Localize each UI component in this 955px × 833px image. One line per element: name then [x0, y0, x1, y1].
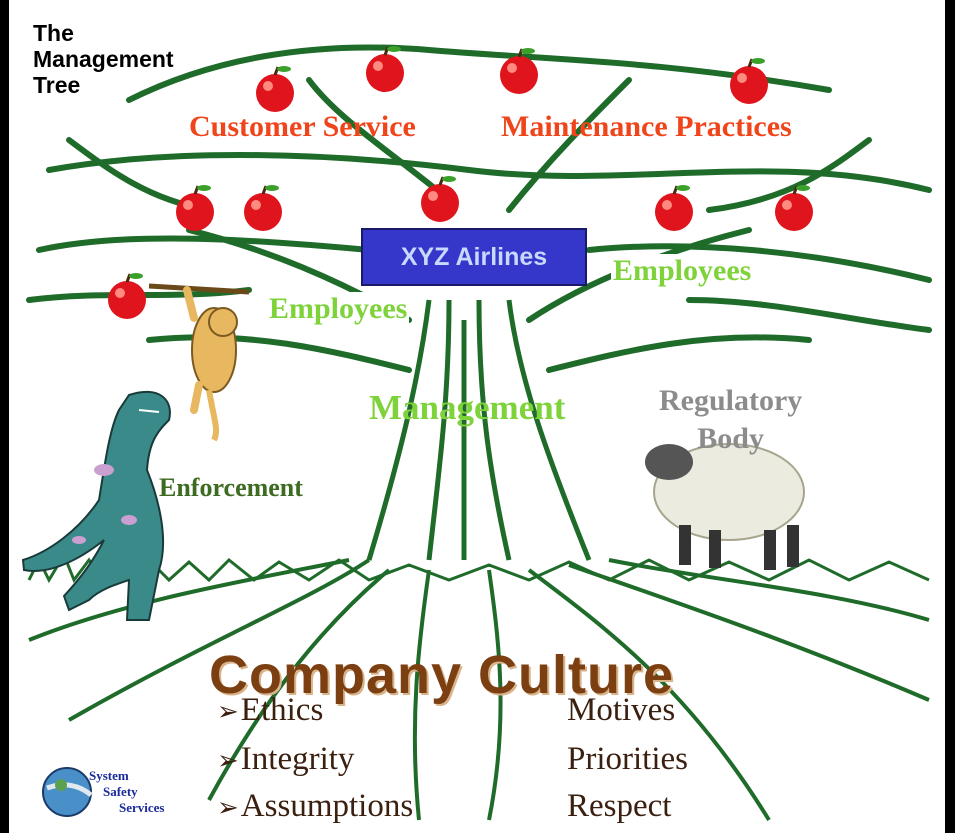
trunk-label-management: Management [369, 388, 566, 427]
apple-icon [108, 273, 146, 319]
apple-icon [176, 185, 214, 231]
arrow-bullet-icon: ➢ [217, 793, 239, 822]
regulatory-body-label: Regulatory Body [659, 382, 802, 458]
apple-icon [730, 58, 768, 104]
culture-value-left: ➢Assumptions [217, 788, 414, 824]
dinosaur-icon [21, 390, 171, 621]
apple-icon [775, 185, 813, 231]
arrow-bullet-icon: ➢ [217, 746, 239, 775]
culture-value-right: Priorities [567, 741, 688, 777]
culture-value-left: ➢Ethics [217, 692, 324, 728]
company-name-box: XYZ Airlines [361, 228, 587, 286]
apple-icons [108, 46, 813, 319]
regulatory-line-1: Regulatory [659, 384, 803, 417]
apple-icon [655, 185, 693, 231]
fruit-label-maintenance-practices: Maintenance Practices [501, 110, 792, 143]
regulatory-line-2: Body [697, 422, 764, 455]
branch-label-employees-right: Employees [611, 254, 754, 288]
diagram-title: The Management Tree [33, 20, 174, 98]
enforcement-label: Enforcement [159, 473, 303, 502]
title-line-3: Tree [33, 72, 81, 98]
culture-value-left: ➢Integrity [217, 741, 355, 777]
arrow-bullet-icon: ➢ [217, 697, 239, 726]
title-line-2: Management [33, 46, 174, 72]
tree-trunk [366, 299, 592, 561]
logo-icon [42, 767, 93, 817]
cat-icon [148, 283, 250, 442]
tree-canopy [26, 44, 932, 373]
apple-icon [421, 176, 459, 222]
culture-value-right: Motives [567, 692, 676, 728]
logo-text: System Safety Services [89, 768, 165, 815]
culture-value-right: Respect [567, 788, 672, 824]
apple-icon [366, 46, 404, 92]
apple-icon [244, 185, 282, 231]
sheep-icon [645, 443, 805, 570]
diagram-canvas: The Management Tree Customer Service Mai… [9, 0, 945, 833]
company-culture-heading: Company Culture [209, 645, 675, 705]
tree-roots [28, 558, 930, 822]
apple-icon [256, 66, 294, 112]
tree-illustration [21, 44, 932, 822]
title-line-1: The [33, 20, 74, 46]
branch-label-employees-left: Employees [267, 292, 410, 326]
apple-icon [500, 48, 538, 94]
fruit-label-customer-service: Customer Service [189, 110, 416, 143]
